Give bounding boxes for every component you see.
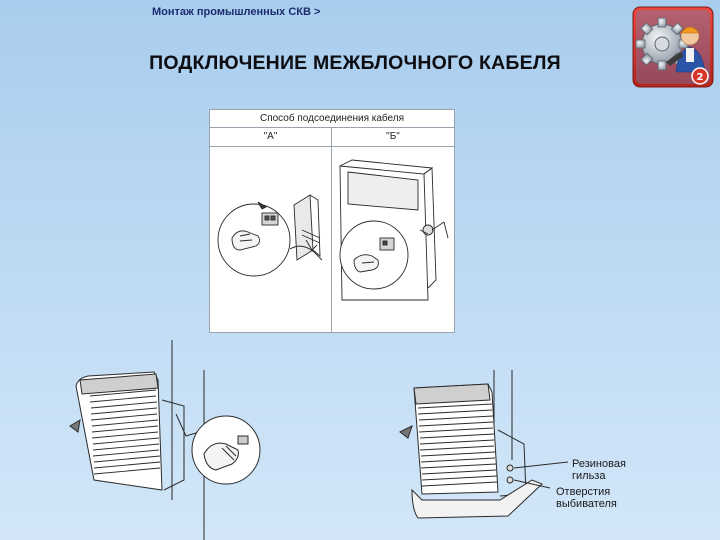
rubber-sleeve-label: Резиновая гильза	[572, 458, 626, 482]
cable-connection-table: Способ подсоединения кабеля "A" "Б"	[209, 109, 455, 333]
knockout-holes-label: Отверстия выбивателя	[556, 486, 617, 510]
service-logo-icon: 2	[632, 6, 714, 88]
column-divider	[331, 147, 332, 332]
column-b-label: "Б"	[332, 128, 454, 147]
page-title: ПОДКЛЮЧЕНИЕ МЕЖБЛОЧНОГО КАБЕЛЯ	[149, 52, 561, 74]
indoor-unit-illustration-right	[399, 370, 569, 519]
method-a-illustration	[217, 194, 323, 277]
logo-badge-number: 2	[697, 72, 704, 83]
column-a-label: "A"	[210, 128, 332, 147]
breadcrumb[interactable]: Монтаж промышленных СКВ >	[152, 6, 321, 18]
indoor-unit-illustration-left	[69, 340, 261, 540]
method-b-illustration	[339, 159, 449, 301]
table-header: Способ подсоединения кабеля	[210, 110, 454, 128]
